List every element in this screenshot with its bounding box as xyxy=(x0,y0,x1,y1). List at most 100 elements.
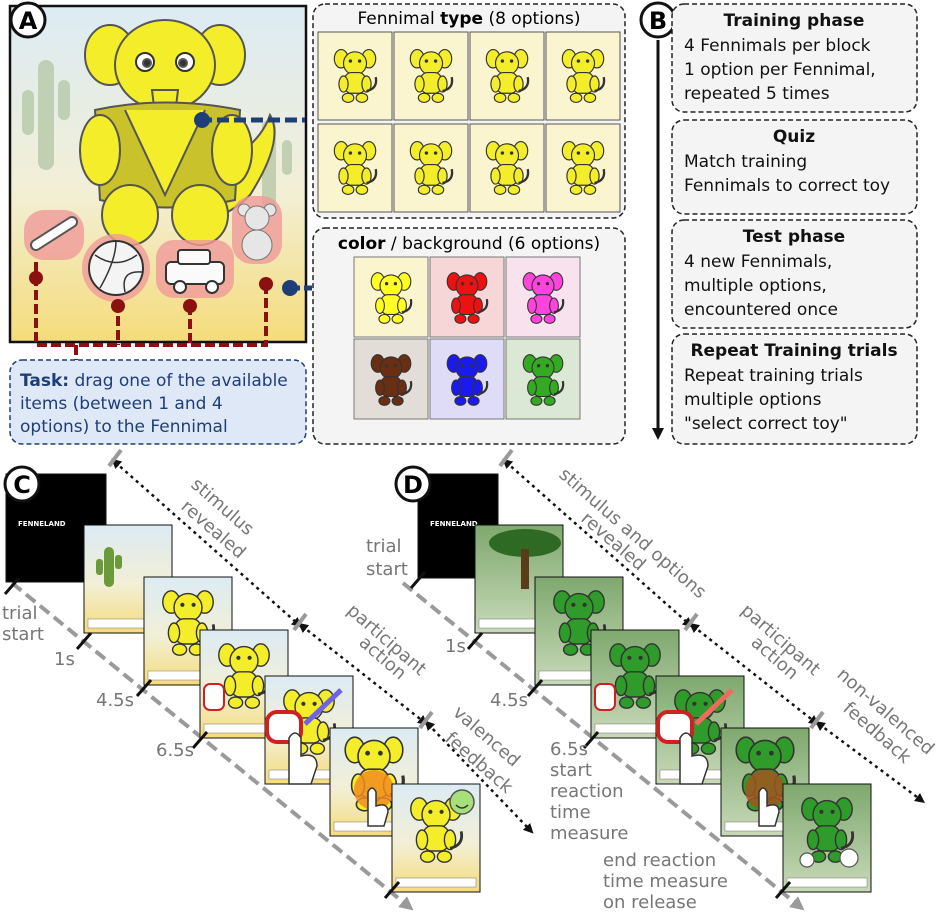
panel-a-letter: A xyxy=(19,7,38,35)
phase-line: 4 new Fennimals, xyxy=(684,252,832,272)
color-option xyxy=(353,256,429,338)
color-option xyxy=(429,256,505,338)
item-bone xyxy=(24,210,84,260)
event-tick xyxy=(498,448,514,468)
fennimal-type-option xyxy=(317,31,393,121)
time-tick xyxy=(135,679,153,697)
item-teddy xyxy=(232,196,282,264)
time-label: 1s xyxy=(445,636,466,657)
time-arrow xyxy=(10,581,414,911)
phase-title: Quiz xyxy=(773,127,815,147)
feedback-interval-arrow xyxy=(814,721,926,803)
fennimal-type-option xyxy=(545,123,621,213)
stimulus-interval-arrow xyxy=(502,458,693,628)
item-car xyxy=(156,240,234,298)
phase-title: Test phase xyxy=(743,227,845,247)
end-note: time measure xyxy=(603,871,728,892)
trial-screen xyxy=(391,783,481,893)
end-note: on release xyxy=(603,892,697,913)
teddy-icon xyxy=(799,852,815,868)
phase-box: Test phase 4 new Fennimals, multiple optio… xyxy=(671,219,918,329)
panel-d-letter: D xyxy=(403,471,423,499)
time-label: reaction xyxy=(550,781,624,802)
time-label: start xyxy=(2,624,44,645)
time-label: start xyxy=(550,760,592,781)
time-label: 4.5s xyxy=(96,690,134,711)
phase-boxes: Training phase 4 Fennimals per block 1 opt… xyxy=(671,3,918,445)
phase-line: multiple options, xyxy=(684,276,827,296)
time-label: 6.5s xyxy=(550,739,588,760)
splash-title: FENNELAND xyxy=(430,520,478,528)
smiley-icon xyxy=(449,789,475,815)
phase-line: Repeat training trials xyxy=(684,366,863,386)
phase-title: Training phase xyxy=(724,11,865,31)
time-label: 4.5s xyxy=(490,690,528,711)
event-tick xyxy=(107,448,123,468)
drag-arrow xyxy=(303,688,343,726)
event-tick xyxy=(683,612,699,632)
phase-line: Match training xyxy=(684,152,807,172)
time-tick xyxy=(191,731,209,749)
trial-screen xyxy=(720,727,810,837)
connector-nodes xyxy=(29,271,273,313)
ball-icon xyxy=(839,848,859,868)
task-box xyxy=(9,359,307,445)
color-option xyxy=(505,256,581,338)
fennimal-type-option xyxy=(393,31,469,121)
task-line-1: Task: drag one of the available xyxy=(20,371,288,391)
action-interval-arrow xyxy=(298,622,428,726)
type-box-title: Fennimal type (8 options) xyxy=(357,9,580,29)
time-tick xyxy=(3,577,21,595)
phase-line: encountered once xyxy=(684,300,838,320)
action-interval-arrow xyxy=(689,622,819,726)
phase-line: 4 Fennimals per block xyxy=(684,36,871,56)
fennimal-type-option xyxy=(317,123,393,213)
phase-title: Repeat Training trials xyxy=(690,341,897,361)
phase-line: multiple options xyxy=(684,390,822,410)
color-option xyxy=(429,338,505,420)
time-tick xyxy=(774,881,792,899)
time-label: trial xyxy=(366,536,402,557)
trial-screen xyxy=(782,783,872,893)
time-arrow xyxy=(401,581,805,911)
time-tick xyxy=(75,632,93,650)
color-connector-node xyxy=(282,280,298,296)
end-note: end reaction xyxy=(603,850,716,871)
time-tick xyxy=(466,632,484,650)
time-label: 1s xyxy=(54,649,75,670)
time-tick xyxy=(383,881,401,899)
panel-a: A Task: drag one of the available items … xyxy=(8,1,626,445)
stimulus-interval-arrow xyxy=(111,458,302,628)
time-label: measure xyxy=(550,823,629,844)
big-fennimal xyxy=(79,19,276,246)
phase-line: 1 option per Fennimal, xyxy=(684,60,876,80)
color-option xyxy=(353,338,429,420)
trial-screen xyxy=(264,675,354,785)
phase-line: "select correct toy" xyxy=(684,414,848,434)
item-ball xyxy=(82,234,150,302)
color-box-title: color / background (6 options) xyxy=(338,234,600,254)
color-option xyxy=(505,338,581,420)
event-tick xyxy=(292,612,308,632)
panel-b-letter: B xyxy=(649,7,667,35)
fennimal-type-option xyxy=(469,123,545,213)
event-tick xyxy=(809,710,825,730)
fennimal-type-option xyxy=(545,31,621,121)
panel-c-letter-circle xyxy=(3,465,41,503)
panel-c-letter: C xyxy=(13,471,31,499)
panel-b: B Training phase 4 Fennimals per block 1 o… xyxy=(639,1,918,445)
cactus-left xyxy=(22,60,70,170)
task-line-3: options) to the Fennimal xyxy=(20,417,228,437)
type-connector-node xyxy=(194,112,210,128)
panel-a-letter-circle xyxy=(9,1,47,39)
time-label: 6.5s xyxy=(156,740,194,761)
time-tick xyxy=(409,571,427,589)
phase-line: Fennimals to correct toy xyxy=(684,176,890,196)
fennimal-type-option xyxy=(393,123,469,213)
type-grid xyxy=(317,31,621,213)
panel-d-letter-circle xyxy=(394,465,432,503)
time-label: start xyxy=(366,559,408,580)
